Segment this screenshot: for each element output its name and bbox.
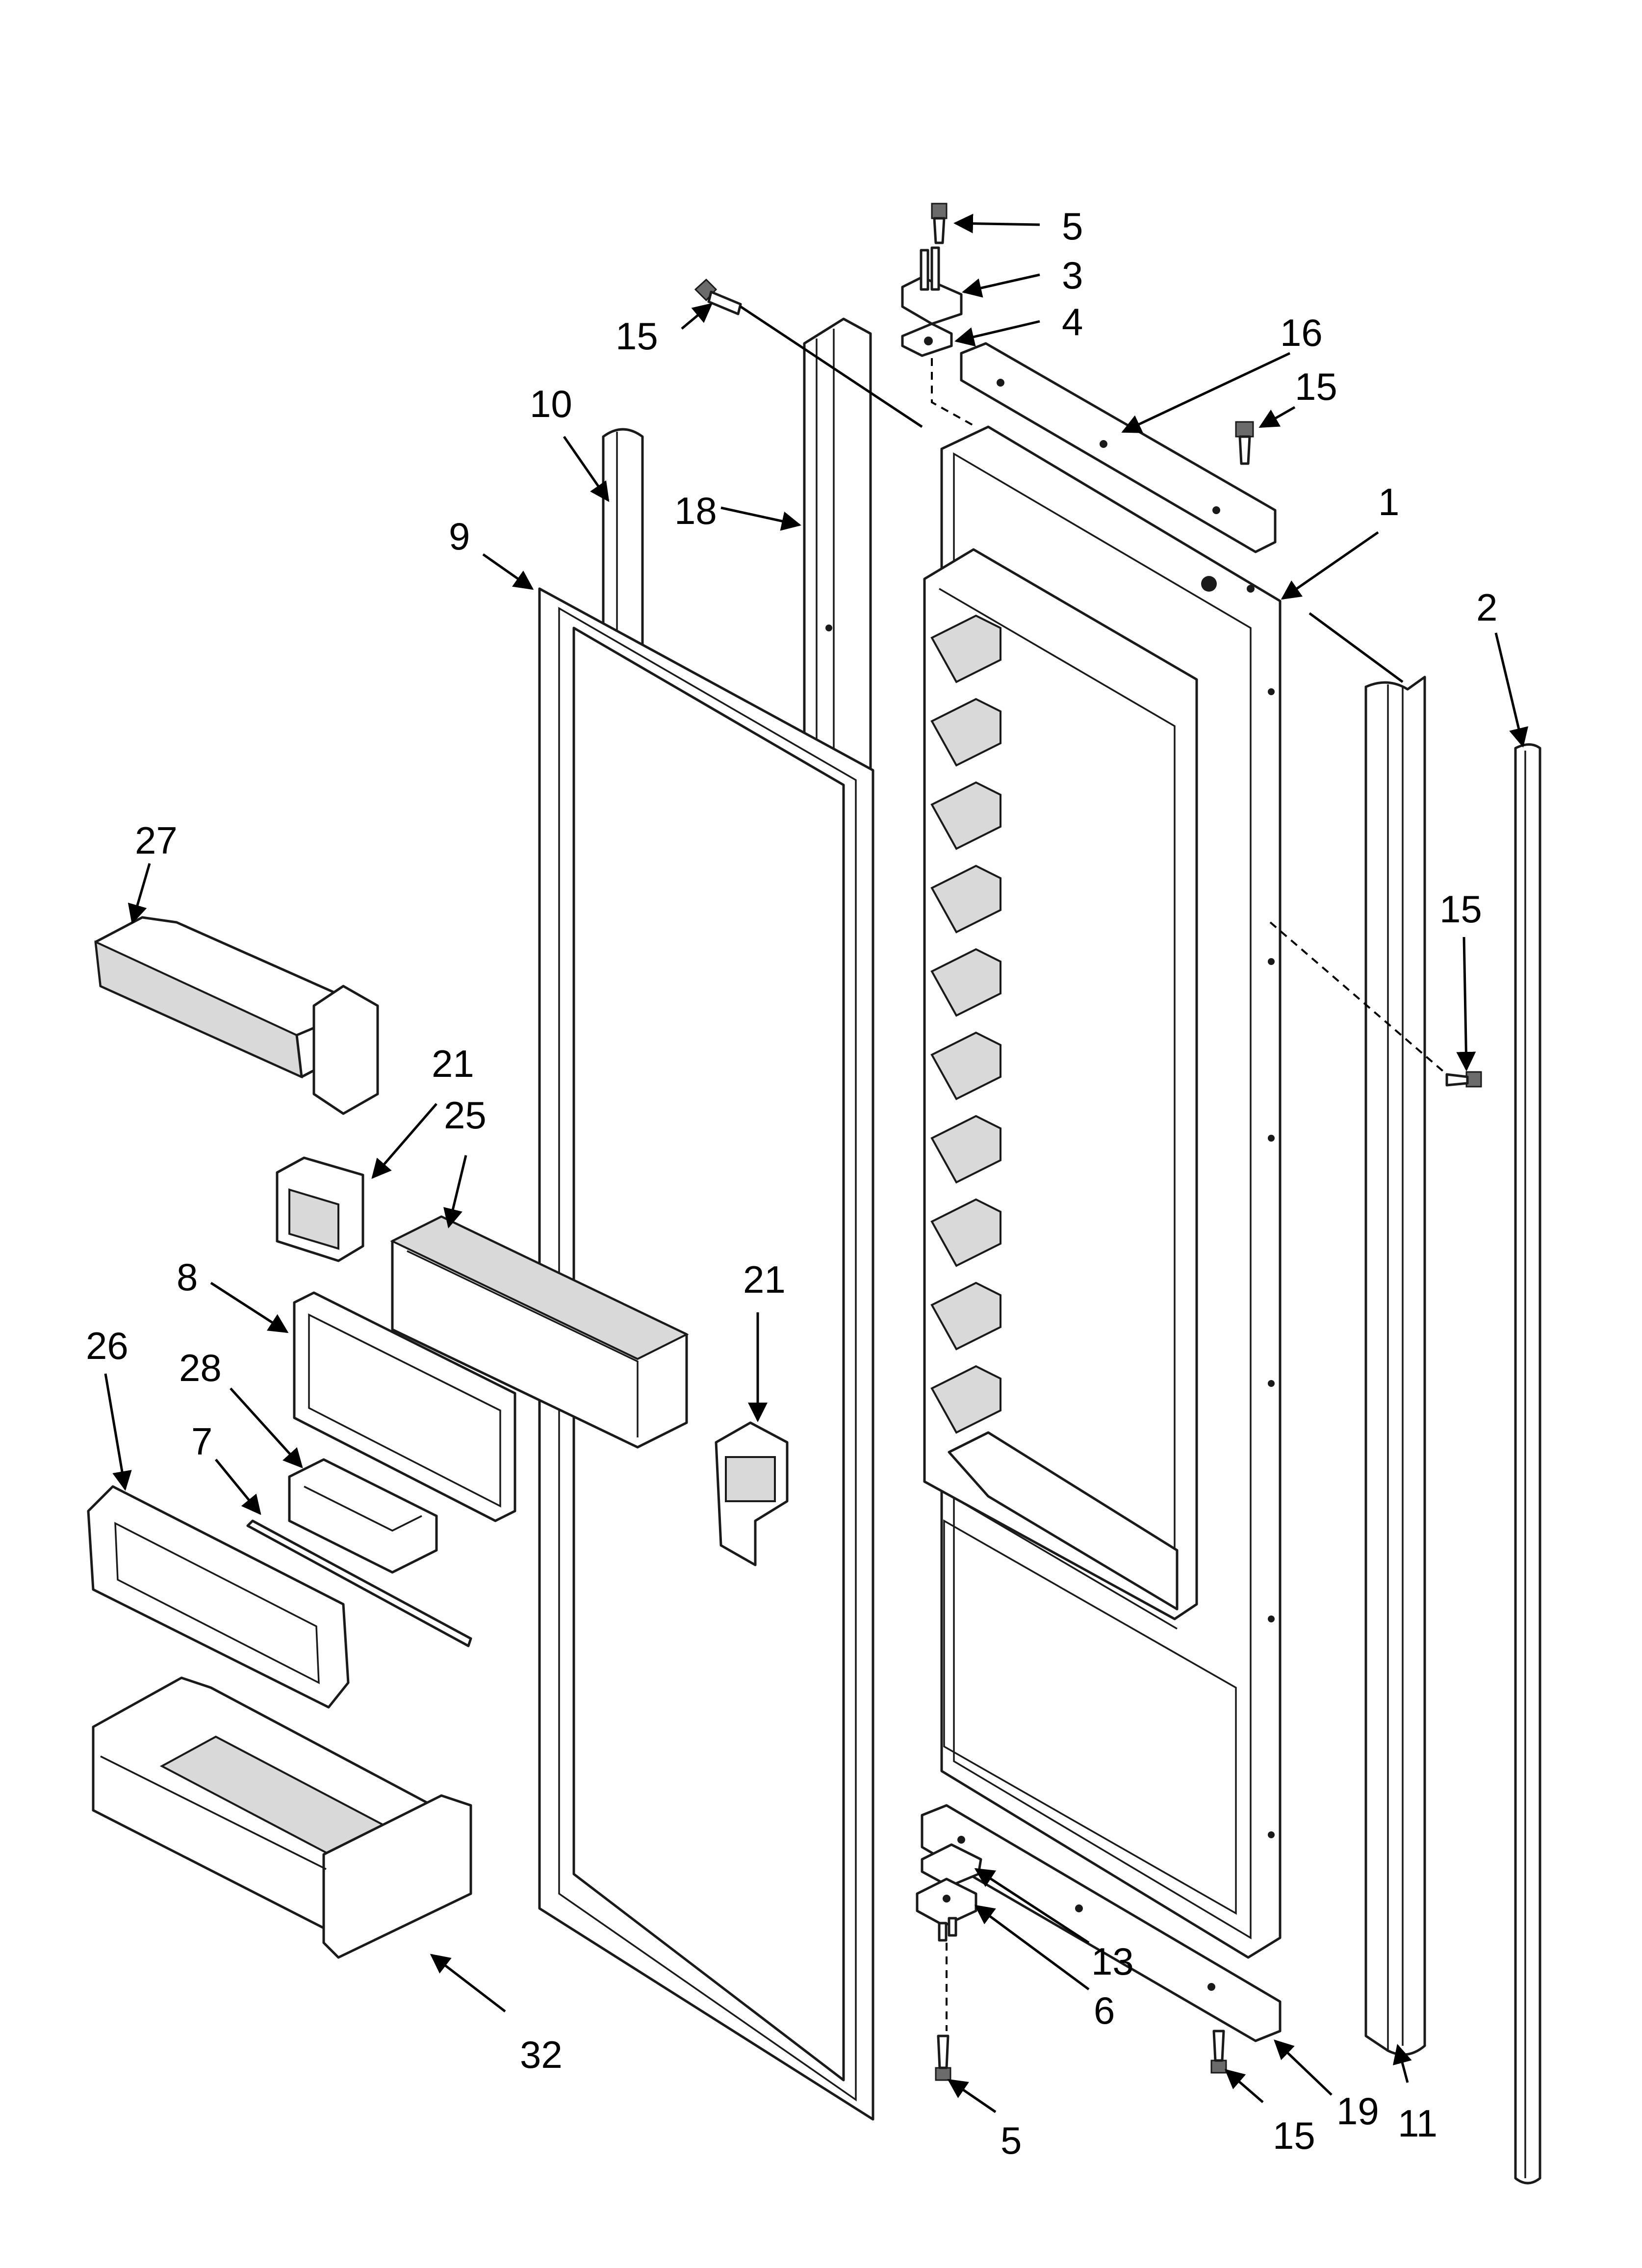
- rail-leader-line: [1308, 612, 1404, 683]
- part-15-screw-bottom: [1210, 2030, 1227, 2074]
- callout-25: 25: [444, 1094, 487, 1137]
- callout-16: 16: [1280, 311, 1323, 354]
- side-screw-alignment-line: [1269, 921, 1448, 1075]
- callout-27: 27: [135, 819, 178, 862]
- hinge-alignment-line: [931, 358, 976, 428]
- part-15-screw-top-right: [1235, 421, 1254, 465]
- door-shelf-tabs: [930, 614, 1001, 1434]
- callout-7: 7: [191, 1420, 212, 1463]
- callout-labels: 5 3 4 16 15 1 2 15 15 10 18 9 27 21 25 2…: [86, 205, 1497, 2162]
- part-7-rod: [246, 1519, 472, 1647]
- callout-1: 1: [1378, 480, 1399, 523]
- callout-32: 32: [520, 2033, 563, 2076]
- callout-15-side: 15: [1439, 887, 1482, 931]
- callout-5-bottom: 5: [1001, 2119, 1022, 2162]
- part-3-top-hinge: [901, 246, 963, 325]
- callout-9: 9: [449, 515, 470, 558]
- callout-18: 18: [674, 489, 717, 532]
- part-21-bin-support-right: [715, 1421, 789, 1566]
- part-27-door-bin: [94, 916, 379, 1115]
- part-5-top-screw: [931, 203, 948, 244]
- callout-10: 10: [530, 382, 572, 425]
- part-25-bin-frame: [390, 1215, 689, 1449]
- callout-4: 4: [1062, 300, 1083, 343]
- callout-21-right: 21: [743, 1258, 786, 1301]
- callout-2: 2: [1476, 586, 1497, 629]
- part-15-screw-side: [1445, 1071, 1482, 1088]
- callout-15-bottom: 15: [1273, 2114, 1315, 2157]
- part-6-bottom-hinge: [916, 1877, 977, 1942]
- part-5-bottom-screw: [935, 2034, 951, 2081]
- part-15-screw-top-left: [694, 278, 742, 315]
- callout-6: 6: [1094, 1989, 1115, 2032]
- callout-leaders: [104, 213, 1529, 2113]
- part-8-bin-window: [293, 1291, 516, 1522]
- part-32-large-door-bin: [92, 1676, 472, 1959]
- part-11-side-rail: [1364, 676, 1426, 2056]
- part-16-top-bracket: [960, 342, 1277, 553]
- top-screw-leader-line: [740, 305, 923, 428]
- callout-19: 19: [1336, 2089, 1379, 2133]
- callout-21-left: 21: [432, 1042, 474, 1085]
- callout-15-top-right: 15: [1295, 365, 1337, 408]
- part-4-hinge-shim: [901, 322, 953, 357]
- callout-5-top: 5: [1062, 205, 1083, 248]
- part-21-bin-support-left: [276, 1156, 364, 1262]
- part-28-small-tray: [288, 1458, 438, 1574]
- callout-8: 8: [177, 1255, 198, 1299]
- callout-3: 3: [1062, 254, 1083, 297]
- callout-11: 11: [1398, 2102, 1437, 2145]
- callout-15-top-left: 15: [616, 314, 658, 358]
- part-9-door-gasket: [538, 587, 874, 2121]
- callout-28: 28: [179, 1346, 222, 1389]
- part-2-trim-strip: [1514, 743, 1541, 2185]
- callout-26: 26: [86, 1324, 128, 1367]
- part-1-door-liner: [923, 425, 1282, 1959]
- callout-13: 13: [1091, 1940, 1134, 1983]
